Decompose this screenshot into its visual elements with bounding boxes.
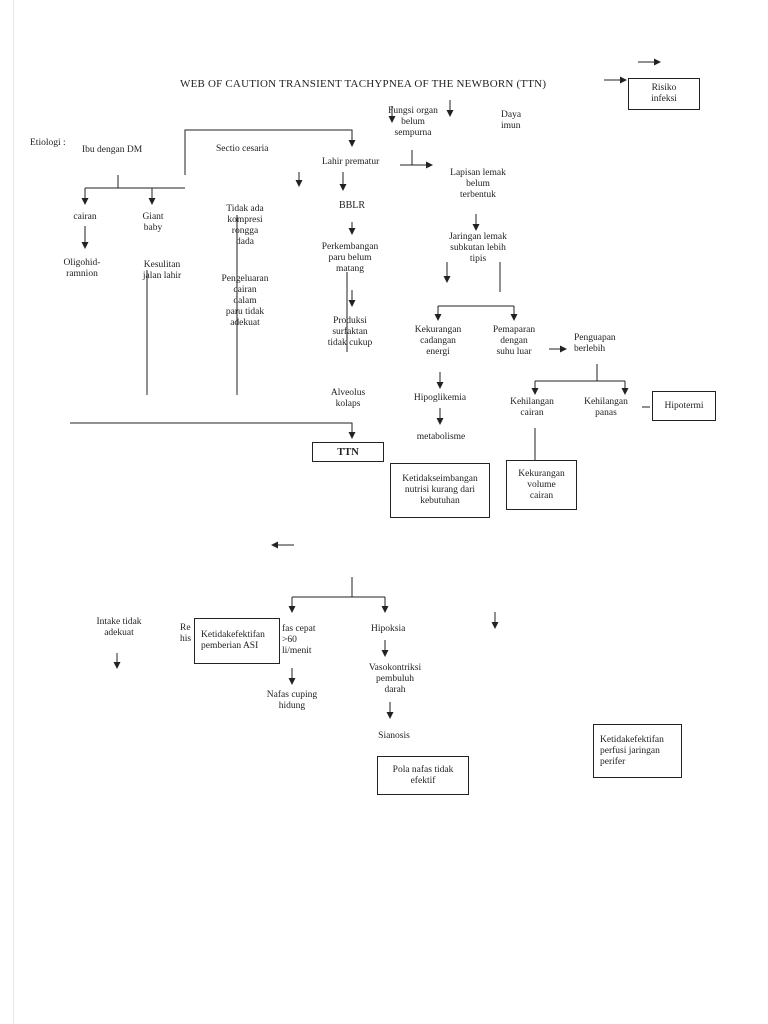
label-sianosis: Sianosis (378, 731, 410, 741)
label-ibu-dm: Ibu dengan DM (82, 145, 143, 155)
box-pola-nafas-tidak-efektif: Pola nafas tidak efektif (377, 756, 469, 795)
label-cairan: cairan (73, 212, 97, 222)
label-sectio: Sectio cesaria (216, 144, 269, 154)
label-kehilangan-cairan: Kehilangan cairan (510, 397, 554, 418)
label-nafas-cepat: fas cepat >60 li/menit (282, 624, 316, 656)
label-hipoksia: Hipoksia (371, 624, 406, 634)
box-ketidakefektifan-pemberian-asi: Ketidakefektifan pemberian ASI (194, 618, 280, 664)
label-bblr: BBLR (338, 200, 366, 211)
label-penguapan-berlebih: Penguapan berlebih (574, 333, 616, 354)
label-produksi-surfaktan: Produksi surfaktan tidak cukup (327, 316, 373, 348)
label-refleks-hisap: Re his (180, 623, 192, 644)
label-alveolus-kolaps: Alveolus kolaps (330, 388, 366, 409)
label-hipoglikemia: Hipoglikemia (413, 393, 467, 403)
box-risiko-infeksi: Risiko infeksi (628, 78, 700, 110)
label-nafas-cuping-hidung: Nafas cuping hidung (266, 690, 318, 711)
label-perkembangan-paru: Perkembangan paru belum matang (321, 242, 379, 274)
box-hipotermi: Hipotermi (652, 391, 716, 421)
label-intake-tidak-adekuat: Intake tidak adekuat (96, 617, 142, 638)
label-tidak-ada-kompresi: Tidak ada kompresi rongga dada (226, 204, 264, 247)
label-oligohidramnion: Oligohid- ramnion (63, 258, 101, 279)
box-ketidakseimbangan-nutrisi: Ketidakseimbangan nutrisi kurang dari ke… (390, 463, 490, 518)
label-pemaparan-suhu: Pemaparan dengan suhu luar (492, 325, 536, 357)
label-lahir-prematur: Lahir prematur (322, 157, 380, 167)
label-kekurangan-cadangan: Kekurangan cadangan energi (414, 325, 462, 357)
label-pengeluaran-cairan: Pengeluaran cairan dalam paru tidak adek… (221, 274, 269, 328)
box-ketidakefektifan-perfusi: Ketidakefektifan perfusi jaringan perife… (593, 724, 682, 778)
box-ttn: TTN (312, 442, 384, 462)
label-vasokontriksi: Vasokontriksi pembuluh darah (368, 663, 422, 695)
box-kekurangan-volume-cairan: Kekurangan volume cairan (506, 460, 577, 510)
label-kesulitan-jalan-lahir: Kesulitan jalan lahir (142, 260, 182, 281)
label-jaringan-lemak: Jaringan lemak subkutan lebih tipis (449, 232, 507, 264)
label-lapisan-lemak: Lapisan lemak belum terbentuk (450, 168, 506, 200)
page-title: WEB OF CAUTION TRANSIENT TACHYPNEA OF TH… (180, 78, 547, 90)
label-giant-baby: Giant baby (142, 212, 164, 233)
page-edge (13, 0, 14, 1024)
label-etiologi: Etiologi : (30, 138, 66, 148)
label-metabolisme: metabolisme (416, 432, 466, 442)
label-kehilangan-panas: Kehilangan panas (584, 397, 628, 418)
label-daya-imun: Daya imun (501, 110, 522, 131)
label-fungsi-organ: Fungsi organ belum sempurna (388, 106, 438, 138)
